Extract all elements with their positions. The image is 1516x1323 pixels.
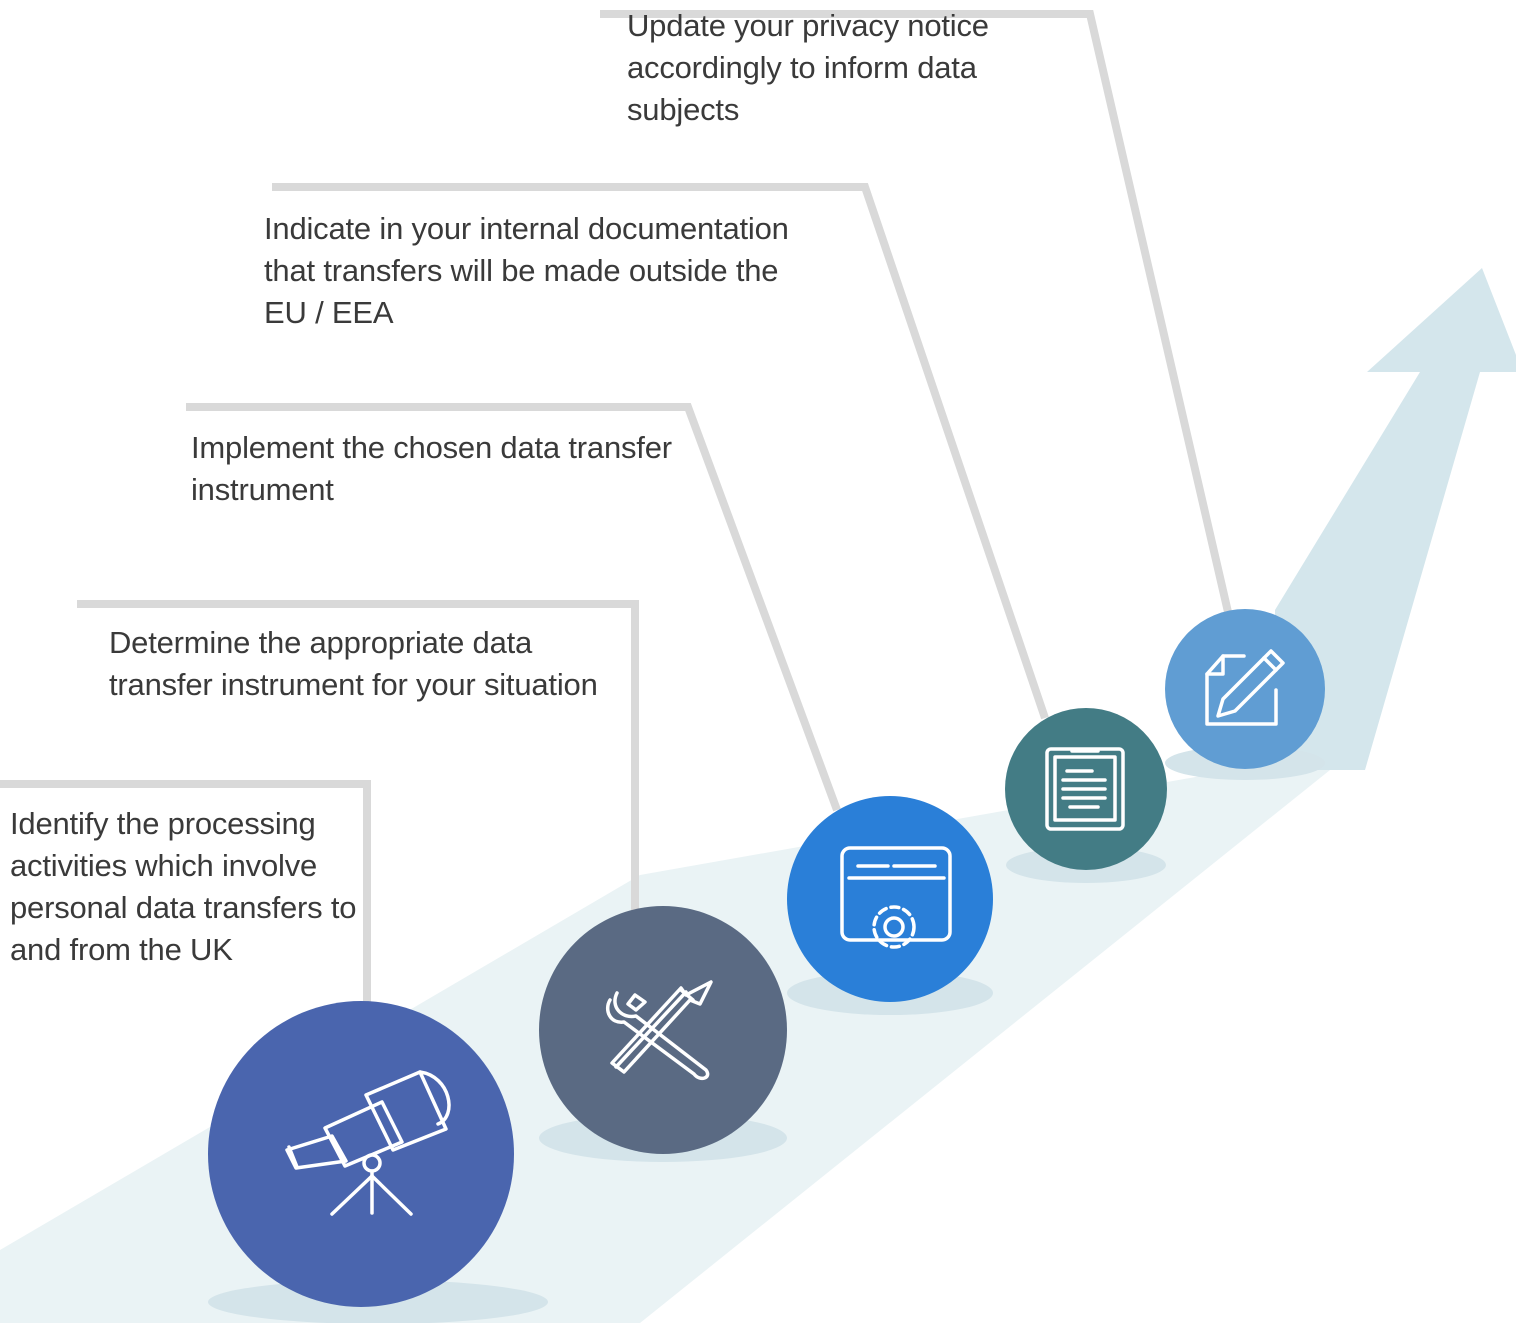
connector-line-1 xyxy=(0,780,371,1002)
folder-gear-icon xyxy=(840,846,952,949)
clipboard-icon xyxy=(1045,747,1125,831)
connector-line-3 xyxy=(186,403,841,812)
growth-arrow xyxy=(1275,268,1516,770)
connector-line-5 xyxy=(600,10,1232,613)
connector-line-4 xyxy=(272,183,1049,720)
step-4-text: Indicate in your internal documentation … xyxy=(264,211,789,330)
step-1-text: Identify the processing activities which… xyxy=(10,806,357,967)
telescope-icon xyxy=(285,1070,451,1216)
step-circle-5 xyxy=(1165,609,1325,769)
step-5-text: Update your privacy notice accordingly t… xyxy=(627,8,989,127)
step-circle-1 xyxy=(208,1001,514,1307)
connector-line-2 xyxy=(77,600,639,918)
connector-lines xyxy=(0,10,1232,1002)
edit-note-icon xyxy=(1205,649,1285,726)
step-3-text: Implement the chosen data transfer instr… xyxy=(191,430,672,507)
tools-icon xyxy=(605,980,713,1081)
step-circle-3 xyxy=(787,796,993,1002)
step-2-text: Determine the appropriate data transfer … xyxy=(109,625,598,702)
step-icons xyxy=(285,649,1285,1216)
